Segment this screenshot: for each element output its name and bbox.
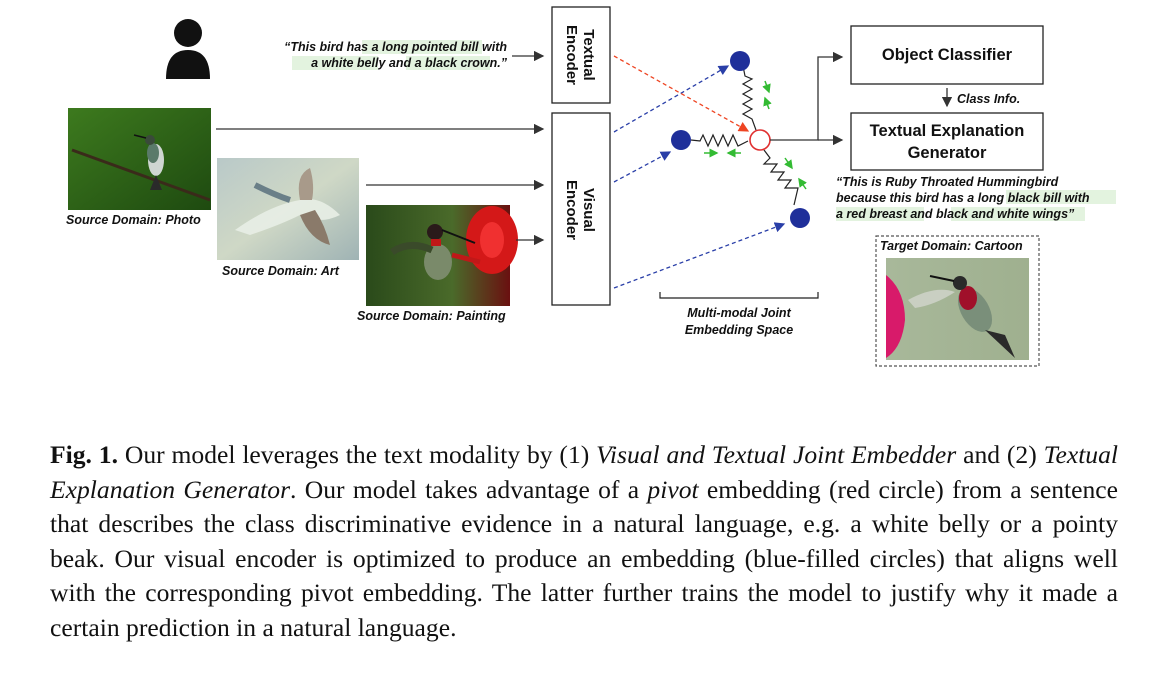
highlight-bill: [362, 40, 482, 54]
highlight-out-wings: [951, 207, 1085, 221]
arrow-to-classifier: [770, 51, 844, 141]
dashed-arrow-painting-embed: [613, 222, 786, 289]
embedding-space-bracket: [659, 292, 819, 299]
embedding-node-art: [671, 130, 691, 150]
visual-encoder-label: Visual Encoder: [563, 180, 597, 240]
source-photo-label: Source Domain: Photo: [66, 213, 201, 227]
class-info-label: Class Info.: [957, 92, 1020, 106]
force-arrow: [798, 177, 807, 190]
highlight-out-breast: [836, 207, 924, 221]
embedding-space-label-line2: Embedding Space: [685, 323, 793, 337]
output-quote-line2: because this bird has a long black bill …: [836, 191, 1090, 205]
svg-text:Textual: Textual: [580, 29, 597, 80]
textual-encoder-label: Textual Encoder: [563, 25, 597, 85]
highlight-crown: [406, 56, 490, 70]
generator-label-line2: Generator: [908, 144, 987, 162]
dashed-arrow-photo-embed: [613, 65, 730, 133]
source-painting-label: Source Domain: Painting: [357, 309, 506, 323]
highlight-out-bill: [1006, 190, 1116, 204]
input-quote-line2: a white belly and a black crown.”: [311, 56, 508, 70]
force-arrow: [763, 96, 772, 110]
spring-top: [741, 65, 757, 131]
svg-text:Encoder: Encoder: [563, 25, 580, 85]
force-arrow: [762, 80, 771, 94]
embedding-space-label-line1: Multi-modal Joint: [687, 306, 791, 320]
highlight-belly: [292, 56, 378, 70]
bird-art: [217, 158, 359, 260]
visual-encoder-box: [551, 112, 611, 306]
target-domain-frame: [875, 235, 1040, 367]
textual-encoder-box: [551, 6, 611, 104]
figure-caption: Fig. 1. Our model leverages the text mod…: [50, 440, 1119, 642]
dashed-arrow-text-pivot: [613, 55, 750, 132]
object-classifier-box: [850, 25, 1044, 85]
embedding-node-painting: [790, 208, 810, 228]
output-quote-line1: “This is Ruby Throated Hummingbird: [836, 175, 1059, 189]
target-domain-label: Target Domain: Cartoon: [880, 239, 1023, 253]
input-quote-line1: “This bird has a long pointed bill with: [284, 40, 507, 54]
spring-left: [690, 133, 749, 148]
svg-text:Visual: Visual: [580, 188, 597, 232]
object-classifier-label: Object Classifier: [882, 46, 1013, 64]
explanation-generator-box: [850, 112, 1044, 171]
bird-cartoon: [886, 258, 1029, 360]
bird-photo: [68, 108, 211, 210]
output-quote-line3: a red breast and black and white wings”: [836, 207, 1075, 221]
architecture-diagram: “This bird has a long pointed bill with …: [66, 6, 1116, 367]
generator-label-line1: Textual Explanation: [870, 122, 1025, 140]
caption-label: Fig. 1.: [50, 440, 118, 469]
dashed-arrow-art-embed: [613, 151, 672, 183]
embedding-node-photo: [730, 51, 750, 71]
force-arrow: [784, 157, 793, 170]
spring-right: [762, 149, 799, 206]
svg-text:Encoder: Encoder: [563, 180, 580, 240]
source-art-label: Source Domain: Art: [222, 264, 340, 278]
pivot-embedding-node: [749, 129, 771, 151]
person-icon: [166, 19, 210, 79]
bird-painting: [366, 205, 518, 306]
